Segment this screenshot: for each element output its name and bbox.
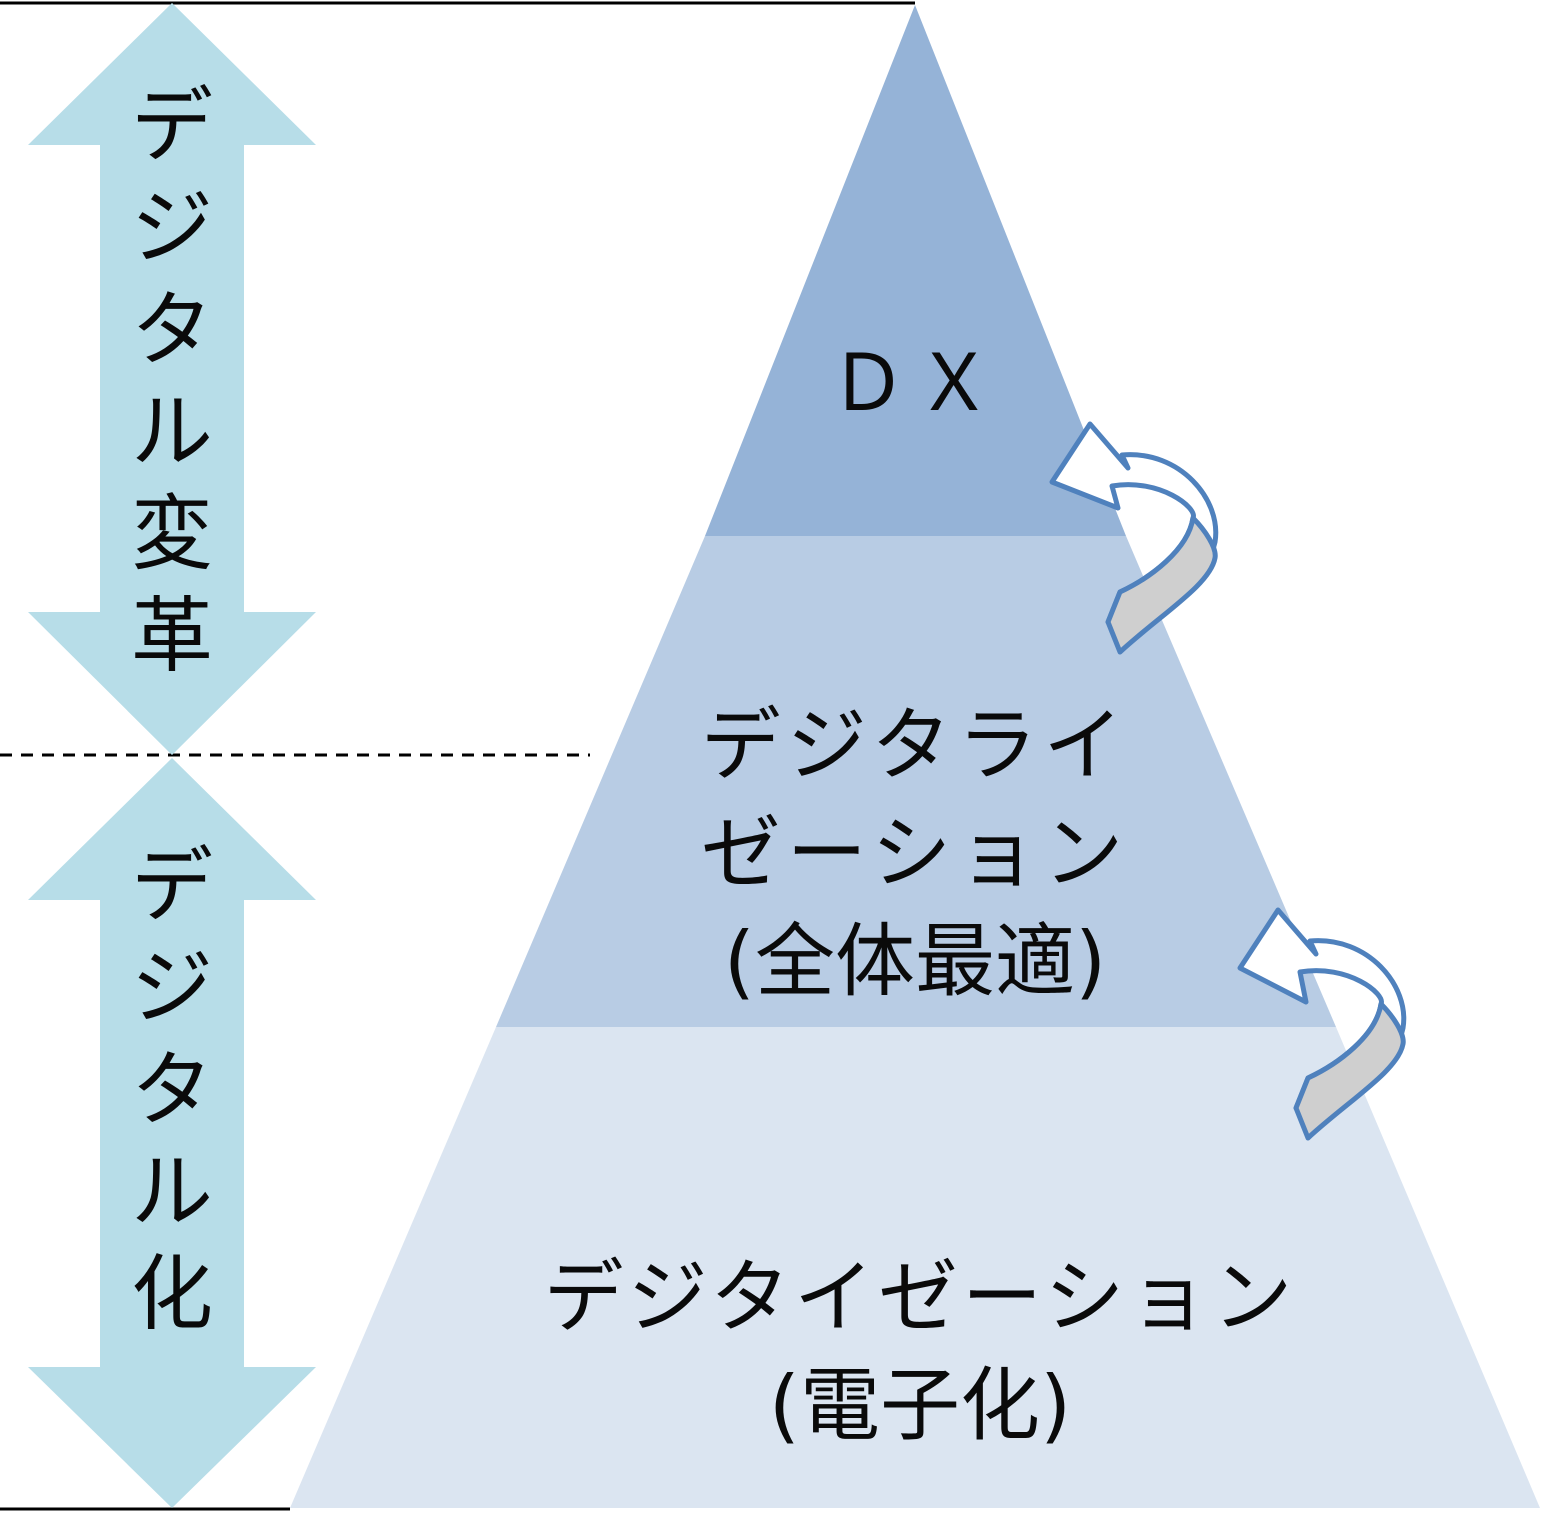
label-char: 変 [130, 487, 213, 582]
tier-middle-line: ゼーション [700, 807, 1130, 900]
label-digital-transformation: デ ジ タ ル 変 革 [112, 76, 232, 688]
tier-middle-label: デジタライ ゼーション (全体最適) [615, 692, 1215, 1016]
tier-middle-line: デジタライ [700, 699, 1130, 792]
label-char: デ [130, 839, 213, 934]
label-char: タ [130, 1043, 213, 1138]
label-char: ジ [130, 181, 213, 276]
tier-top-label: ＤＸ [715, 330, 1115, 438]
pyramid-tier-bottom [290, 1027, 1540, 1508]
label-char: デ [130, 79, 213, 174]
label-char: ル [130, 385, 213, 480]
pyramid-tier-top [705, 5, 1126, 536]
label-char: ル [130, 1145, 213, 1240]
label-char: タ [130, 283, 213, 378]
tier-bottom-line: (電子化) [768, 1359, 1072, 1452]
tier-bottom-label: デジタイゼーション (電子化) [470, 1244, 1370, 1460]
label-char: 化 [130, 1247, 213, 1342]
digital-transformation-range-arrow [28, 3, 316, 755]
pyramid-tier-middle [496, 536, 1336, 1027]
label-char: ジ [130, 941, 213, 1036]
tier-top-line: ＤＸ [828, 339, 1001, 429]
tier-middle-line: (全体最適) [723, 915, 1107, 1008]
label-digitalization: デ ジ タ ル 化 [112, 836, 232, 1346]
digitalization-range-arrow [28, 758, 316, 1508]
tier-bottom-line: デジタイゼーション [543, 1251, 1297, 1344]
label-char: 革 [130, 589, 213, 684]
